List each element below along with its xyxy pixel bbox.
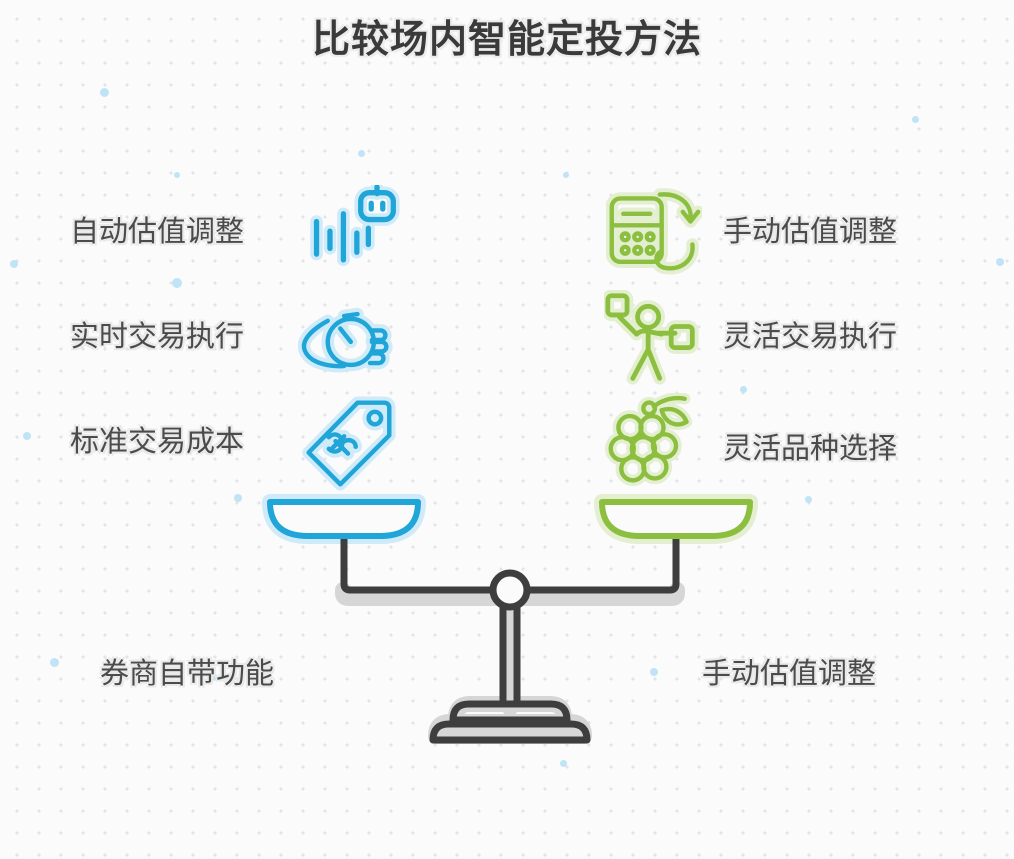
person-flexible-icon bbox=[604, 290, 700, 386]
accent-dot bbox=[740, 386, 747, 393]
right-item-label-1: 手动估值调整 bbox=[723, 216, 898, 248]
accent-dot bbox=[560, 760, 567, 767]
accent-dot bbox=[100, 88, 109, 97]
right-item-label-2: 灵活交易执行 bbox=[723, 321, 898, 353]
accent-dot bbox=[234, 494, 242, 502]
accent-dot bbox=[23, 432, 31, 440]
accent-dot bbox=[172, 278, 182, 288]
right-item-label-3: 灵活品种选择 bbox=[723, 433, 898, 465]
accent-dot bbox=[805, 496, 812, 503]
accent-dot bbox=[358, 150, 365, 157]
accent-dot bbox=[563, 172, 569, 178]
accent-dot bbox=[10, 260, 18, 268]
page-title: 比较场内智能定投方法 bbox=[311, 19, 702, 61]
calculator-refresh-icon bbox=[606, 185, 702, 281]
accent-dot bbox=[912, 116, 919, 123]
hand-stopwatch-icon bbox=[298, 292, 394, 388]
left-item-label-2: 实时交易执行 bbox=[70, 321, 245, 353]
price-tag-icon bbox=[300, 395, 396, 491]
balance-scale-icon bbox=[260, 490, 760, 750]
accent-dot bbox=[50, 658, 59, 667]
left-item-label-3: 标准交易成本 bbox=[70, 426, 245, 458]
robot-bars-icon bbox=[305, 185, 401, 281]
accent-dot bbox=[174, 172, 180, 178]
balance-right-caption: 手动估值调整 bbox=[702, 658, 877, 690]
balance-left-caption: 券商自带功能 bbox=[100, 658, 275, 690]
grapes-icon bbox=[604, 393, 700, 489]
left-item-label-1: 自动估值调整 bbox=[70, 216, 245, 248]
accent-dot bbox=[996, 258, 1004, 266]
